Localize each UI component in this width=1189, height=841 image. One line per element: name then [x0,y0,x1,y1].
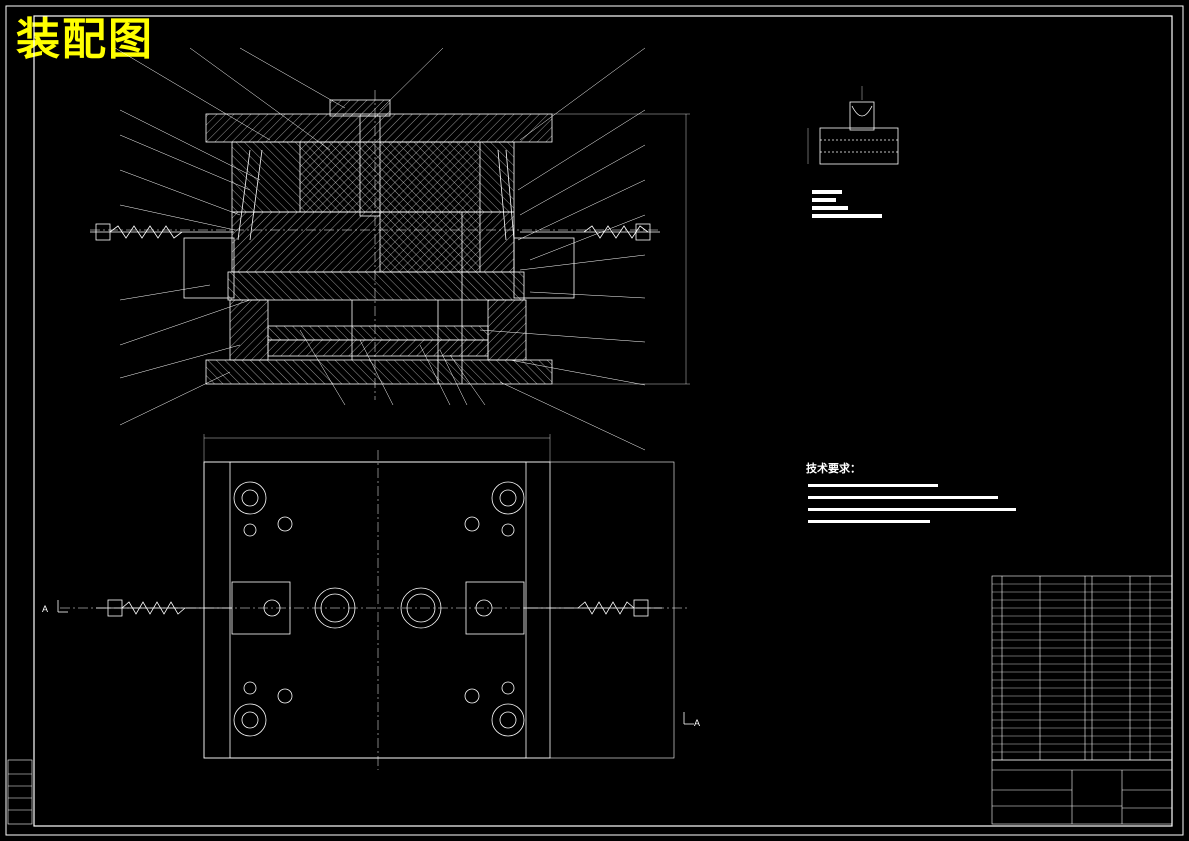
tech-requirements-heading: 技术要求： [806,461,861,475]
section-mark-left: A [42,604,48,614]
plan-view [57,434,694,770]
binding-strip [7,759,33,825]
inner-border [33,15,1173,827]
title-block [991,759,1173,825]
part-notes [812,190,882,218]
section-mark-right: A [694,718,700,728]
section-view [90,90,690,400]
tech-requirements-lines [808,484,1016,523]
outer-border [5,5,1184,836]
part-leaders [114,47,646,451]
parts-list-rows [992,583,1172,753]
part-detail [807,86,899,165]
parts-list [991,575,1173,761]
